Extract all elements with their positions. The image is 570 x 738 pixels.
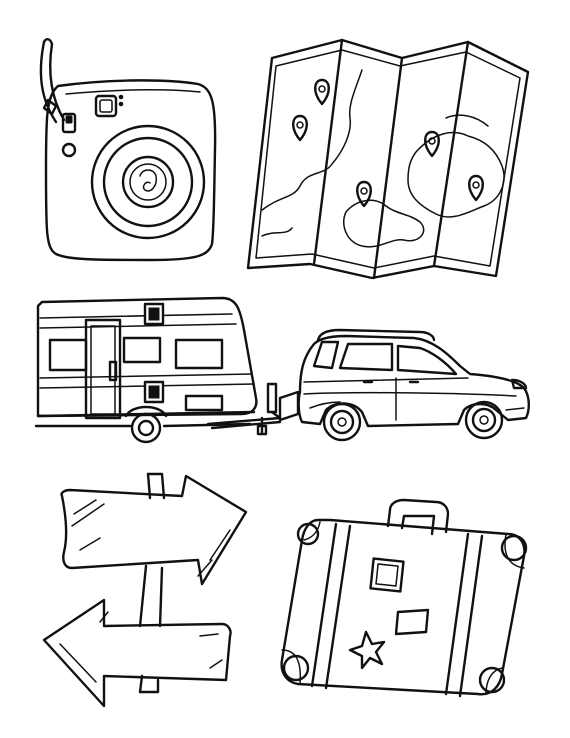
- signpost-icon: [42, 472, 248, 708]
- suv-car-icon: [297, 328, 530, 442]
- camera-icon: [39, 38, 217, 262]
- suitcase-icon: [280, 498, 528, 698]
- camper-trailer-icon: [34, 296, 300, 444]
- folded-map-icon: [246, 38, 530, 280]
